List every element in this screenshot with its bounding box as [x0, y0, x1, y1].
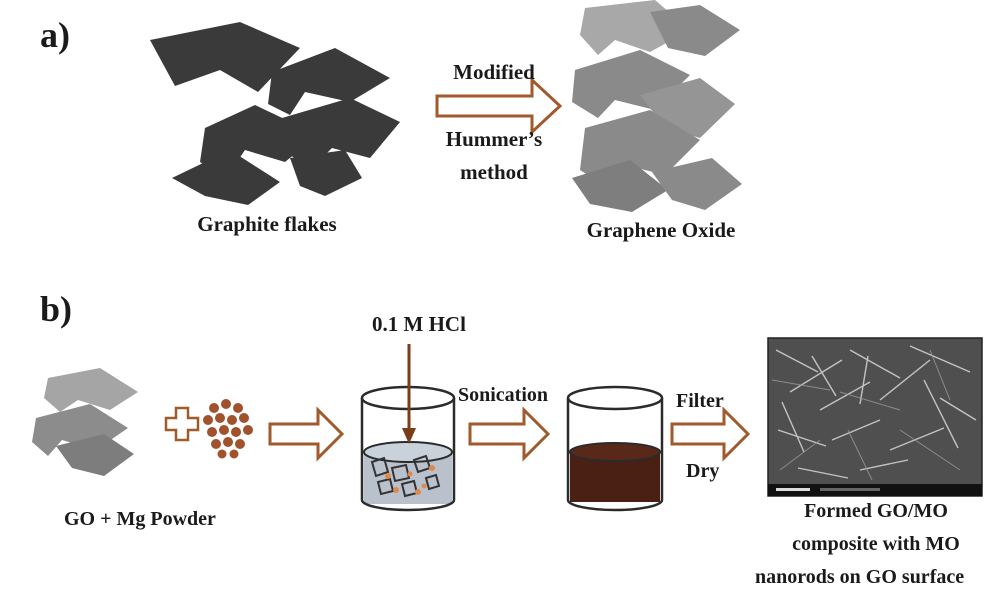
mg-particles-in-solution	[385, 465, 435, 495]
flakes-in-solution	[370, 454, 441, 498]
plus-icon	[164, 406, 200, 442]
result-line2: composite with MO	[792, 533, 960, 555]
arrow-bottom-line2: method	[460, 160, 528, 184]
reagents-label: GO + Mg Powder	[64, 508, 216, 530]
graphene-oxide-sheet	[652, 158, 742, 210]
graphite-flake	[282, 98, 400, 168]
graphite-flakes-label: Graphite flakes	[197, 212, 337, 236]
reaction-beaker	[360, 385, 456, 512]
hcl-label: 0.1 M HCl	[372, 312, 466, 336]
graphite-flake	[172, 150, 280, 205]
graphene-oxide-sheet	[650, 5, 740, 56]
sonicated-beaker	[566, 385, 664, 512]
sem-micrograph	[767, 337, 983, 497]
filter-label: Filter	[676, 390, 724, 412]
graphite-flakes-illustration	[150, 22, 400, 205]
hcl-addition-arrow	[402, 344, 416, 444]
graphene-oxide-sheet	[56, 434, 134, 476]
graphite-flake	[268, 48, 390, 115]
graphene-oxide-sheet	[572, 160, 668, 212]
graphene-oxide-small-illustration	[32, 368, 138, 476]
filter-dry-arrow	[670, 406, 751, 462]
dry-label: Dry	[686, 460, 720, 482]
arrow-top-label: Modified	[453, 60, 535, 84]
result-line3: nanorods on GO surface	[755, 566, 965, 588]
arrow-bottom-line1: Hummer’s	[445, 127, 543, 151]
sonication-label: Sonication	[458, 384, 549, 406]
modified-hummers-arrow	[435, 76, 563, 136]
panel-b-label: b)	[40, 289, 73, 329]
mixing-arrow	[268, 406, 345, 462]
graphene-oxide-label: Graphene Oxide	[586, 218, 736, 242]
graphite-flake	[150, 22, 300, 92]
panel-a-label: a)	[40, 15, 70, 55]
mg-powder-illustration	[203, 399, 253, 459]
graphene-oxide-illustration	[572, 0, 742, 212]
graphite-flake	[290, 150, 362, 196]
sonication-arrow	[468, 406, 551, 462]
graphene-oxide-sheet	[44, 368, 138, 412]
result-line1: Formed GO/MO	[804, 500, 948, 522]
